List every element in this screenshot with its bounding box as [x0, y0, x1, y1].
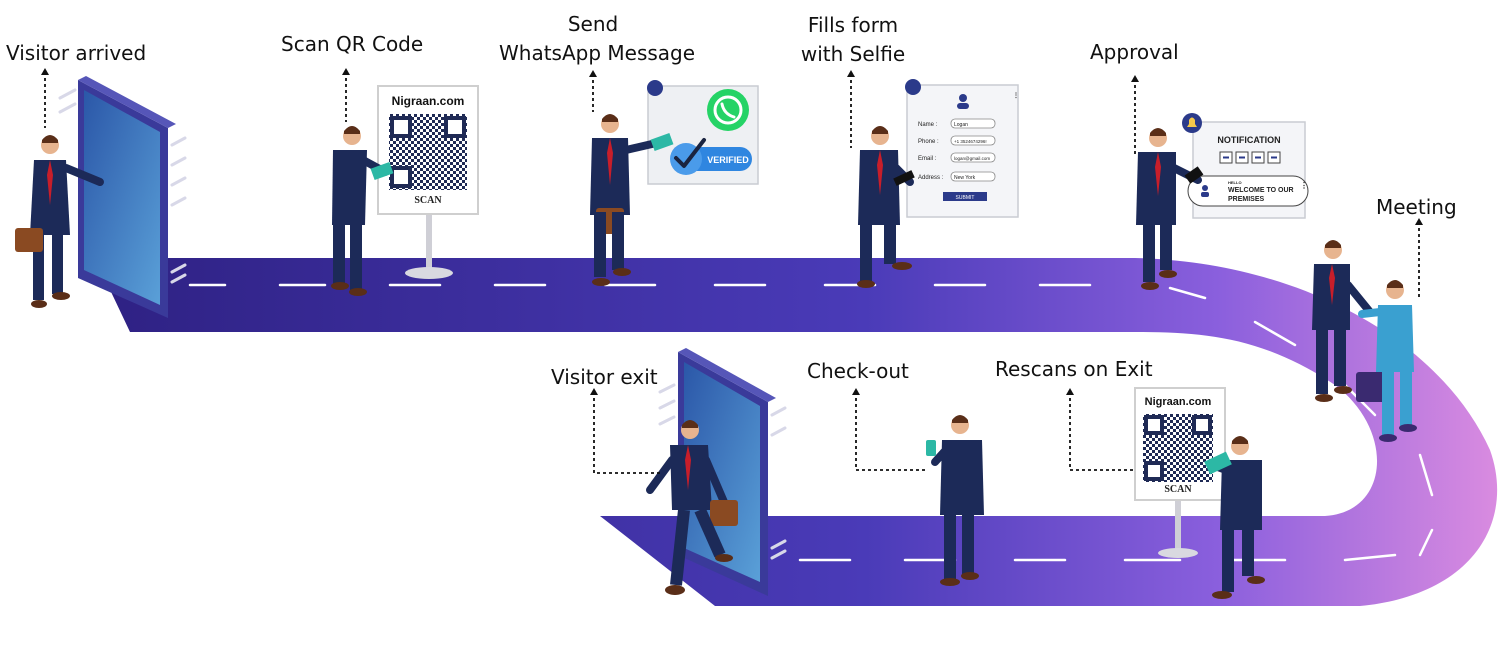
arrow-up-icon [852, 388, 860, 395]
visitor-figure-arriving [15, 135, 104, 308]
arrow-up-icon [1131, 75, 1139, 82]
visitor-figure-messaging [590, 114, 674, 286]
step-approval: Approval [1090, 40, 1179, 64]
visitor-figure-exiting [646, 420, 738, 595]
notification-card: NOTIFICATION HELLO WELCOME TO OUR PREMIS… [1182, 113, 1309, 219]
visitor-figure-form [857, 126, 915, 288]
user-icon [959, 94, 967, 102]
form-address-label: Address : [918, 175, 944, 181]
step-fills-form-line1: Fills form [807, 13, 899, 37]
exit-door [658, 348, 787, 596]
search-icon [905, 79, 921, 95]
whatsapp-icon [707, 89, 749, 131]
sign-scan-label: SCAN [414, 195, 442, 206]
form-email-label: Email : [918, 156, 937, 162]
notification-message-line2: PREMISES [1228, 196, 1265, 203]
sign-scan-label-exit: SCAN [1164, 484, 1192, 495]
form-phone-label: Phone : [918, 139, 939, 145]
svg-text:⋮: ⋮ [1300, 181, 1308, 190]
otp-boxes [1219, 151, 1281, 164]
road [95, 258, 1498, 606]
arrow-up-icon [41, 68, 49, 75]
qr-sign-exit: Nigraan.com SCAN [1134, 387, 1226, 558]
form-name-label: Name : [918, 122, 938, 128]
form-submit-label: SUBMIT [956, 195, 975, 201]
step-send-whatsapp-line1: Send [567, 12, 619, 36]
visitor-figure-checkout [926, 415, 984, 586]
sign-brand-label-exit: Nigraan.com [1145, 396, 1212, 408]
whatsapp-card: VERIFIED [647, 80, 759, 185]
qr-sign-entry: Nigraan.com SCAN [377, 85, 479, 279]
notification-title: NOTIFICATION [1217, 135, 1280, 145]
sign-brand-label: Nigraan.com [392, 94, 465, 108]
step-visitor-exit: Visitor exit [551, 365, 658, 389]
step-visitor-arrived: Visitor arrived [6, 41, 147, 65]
visitor-figure-scanning [331, 126, 394, 296]
step-rescans-on-exit: Rescans on Exit [995, 357, 1153, 381]
form-card: ⋮ Name : Logan Phone : +1 3524674296! Em… [905, 79, 1019, 218]
arrow-up-icon [342, 68, 350, 75]
verified-badge: VERIFIED [707, 155, 749, 165]
arrow-up-icon [589, 70, 597, 77]
step-meeting: Meeting [1376, 195, 1457, 219]
step-send-whatsapp-line2: WhatsApp Message [499, 41, 696, 65]
visitor-figure-approval [1136, 128, 1204, 290]
step-check-out: Check-out [807, 359, 909, 383]
form-phone-value: +1 3524674296! [954, 139, 987, 144]
form-submit-button [943, 192, 987, 201]
leader-lines [44, 78, 1420, 474]
notification-message-line1: WELCOME TO OUR [1228, 187, 1294, 194]
avatar-icon [1202, 185, 1208, 191]
clock-icon [647, 80, 663, 96]
step-scan-qr-code: Scan QR Code [281, 32, 424, 56]
visitor-figure-rescanning [1204, 436, 1265, 599]
notification-sender: HELLO [1228, 180, 1242, 185]
meeting-figures [1312, 240, 1417, 442]
step-fills-form-line2: with Selfie [800, 42, 906, 66]
arrow-up-icon [847, 70, 855, 77]
svg-text:⋮: ⋮ [1013, 92, 1019, 99]
entrance-door [58, 76, 187, 318]
form-address-value: New York [954, 175, 976, 181]
form-name-value: Logan [954, 122, 968, 128]
form-email-value: logan@gmail.com [954, 156, 990, 161]
arrow-up-icon [1066, 388, 1074, 395]
